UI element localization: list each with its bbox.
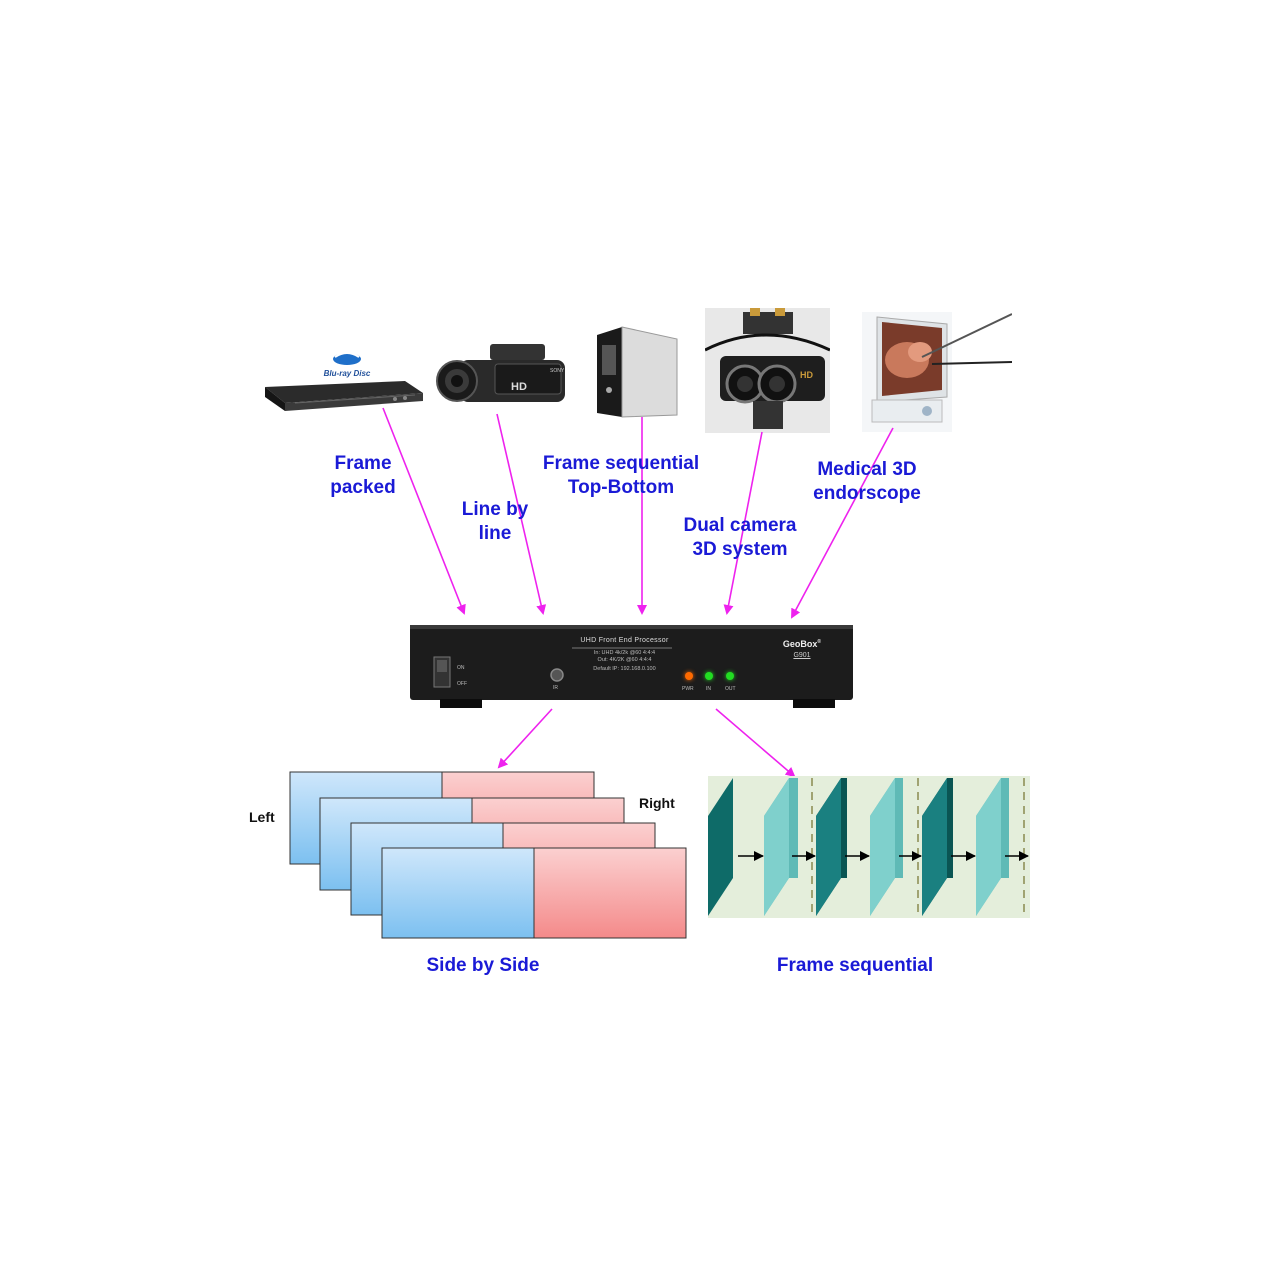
fs-caption: Frame sequential <box>776 955 934 976</box>
processor-title: UHD Front End Processor <box>580 637 669 644</box>
arrow-dualcam-to-processor <box>723 431 763 615</box>
fs-frame-6 <box>976 778 1009 916</box>
bluray-logo: Blu-ray Disc <box>324 369 371 378</box>
led-pwr-label: PWR <box>682 686 694 692</box>
bluray-player-image: Blu-ray Disc <box>255 345 425 415</box>
processor-spec-out: Out: 4K/2K @60 4:4:4 <box>597 657 652 663</box>
dual-camera-rig-image: HD <box>704 308 831 433</box>
camcorder-hd-badge: HD <box>511 381 527 393</box>
led-pwr <box>685 672 693 680</box>
led-out-label: OUT <box>725 686 736 692</box>
processor-spec-in: In: UHD 4k/2k @60 4:4:4 <box>593 650 656 656</box>
sbs-right-label: Right <box>639 795 675 811</box>
fs-frame-3 <box>816 778 847 916</box>
processor-default-ip: Default IP: 192.168.0.100 <box>593 666 656 672</box>
power-switch[interactable] <box>434 657 450 687</box>
geobox-processor <box>410 625 853 708</box>
processor-brand: GeoBox® <box>782 639 822 649</box>
arrow-processor-to-fs <box>715 708 796 778</box>
frame-sequential-diagram <box>708 776 1030 918</box>
camcorder-image: HD SONY <box>435 338 575 418</box>
arrow-processor-to-sbs <box>497 708 553 769</box>
side-by-side-frames <box>289 771 687 939</box>
endoscope-monitor-image <box>862 312 1013 432</box>
arrow-bluray-to-processor <box>382 407 466 615</box>
server-tower-image <box>592 325 682 420</box>
led-in <box>705 672 713 680</box>
fs-frame-2 <box>764 778 798 916</box>
fs-frame-5 <box>922 778 953 916</box>
brand-registered-mark: ® <box>817 639 822 645</box>
switch-off-label: OFF <box>457 681 467 687</box>
ir-receiver-label: IR <box>553 685 558 691</box>
sbs-left-label: Left <box>249 809 275 825</box>
arrow-endoscope-to-processor <box>791 427 894 619</box>
dual-camera-hd-badge: HD <box>800 370 813 380</box>
sbs-frame-4-left <box>381 847 535 939</box>
led-out <box>726 672 734 680</box>
sbs-caption: Side by Side <box>426 955 540 976</box>
camcorder-brand: SONY <box>550 368 565 374</box>
fs-frame-4 <box>870 778 903 916</box>
led-in-label: IN <box>706 686 711 692</box>
sbs-frame-4-right <box>533 847 687 939</box>
arrow-camcorder-to-processor <box>496 413 547 615</box>
fs-frame-1 <box>708 778 733 916</box>
processor-model: G901 <box>793 652 811 659</box>
switch-on-label: ON <box>457 665 465 671</box>
